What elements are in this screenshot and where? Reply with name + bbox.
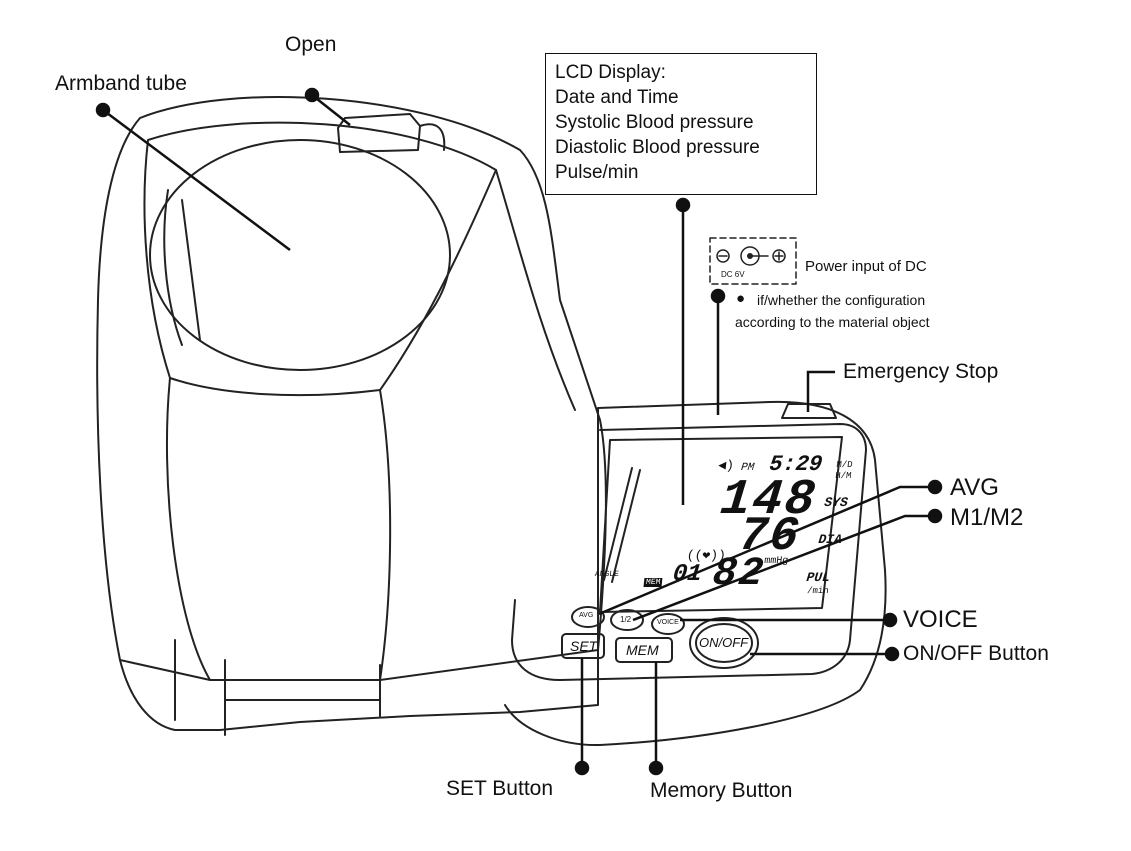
dia-label: DIA (817, 532, 843, 547)
voice-label: VOICE (903, 606, 978, 633)
onoff-button-shape (689, 617, 759, 669)
lcd-callout-line: Pulse/min (555, 162, 639, 183)
cuff-bottom-edge (119, 649, 599, 681)
lcd-callout-line: Date and Time (555, 87, 679, 108)
mem-tag: MEM (643, 578, 663, 587)
lcd-callout-title: LCD Display: (555, 62, 666, 83)
avg-button-label: AVG (579, 612, 594, 619)
lcd-display-callout: LCD Display: Date and Time Systolic Bloo… (545, 53, 817, 195)
unit-label: mmHg (763, 556, 789, 567)
speaker-icon: ◀) (717, 458, 735, 473)
armband-tube-opening (149, 139, 451, 371)
mem-button-shape (615, 637, 673, 663)
avg-label: AVG (950, 474, 999, 501)
md-label: M/D (835, 460, 854, 470)
angle-label: ANGLE (594, 570, 620, 579)
avg-button-shape (571, 606, 605, 628)
mem-toggle-button-label: 1/2 (620, 615, 632, 624)
set-button-callout: SET Button (446, 777, 554, 800)
memory-number: 01 (671, 561, 704, 588)
hm-label: H/M (834, 471, 852, 481)
bullet-dot: ● (736, 290, 746, 307)
lcd-callout-line: Diastolic Blood pressure (555, 137, 760, 158)
voice-button-shape (651, 613, 685, 635)
cuff-front-panel (165, 377, 392, 681)
config-note-line2: according to the material object (735, 314, 930, 330)
cuff-inner-rim (143, 121, 497, 397)
pul-label: PUL (805, 570, 831, 585)
heart-icon: ((❤)) (686, 548, 727, 563)
config-note-line1: if/whether the configuration (757, 292, 926, 308)
cuff-side-seam (495, 169, 576, 411)
onoff-label: ON/OFF Button (903, 642, 1049, 665)
emergency-stop-label: Emergency Stop (843, 360, 999, 383)
armband-tube-label: Armband tube (55, 72, 187, 95)
onoff-button-label: ON/OFF (699, 635, 749, 650)
dc-jack-box (709, 237, 797, 285)
dc-rating-label: DC 6V (721, 270, 745, 279)
monitor-console (511, 423, 867, 681)
power-input-label: Power input of DC (805, 258, 927, 275)
lcd-callout-line: Systolic Blood pressure (555, 112, 754, 133)
memory-button-callout: Memory Button (650, 779, 793, 802)
cuff-foot-left (174, 639, 381, 736)
open-label: Open (285, 33, 337, 56)
voice-button-label: VOICE (657, 619, 679, 626)
emergency-stop-cap (781, 403, 837, 419)
m1m2-label: M1/M2 (950, 504, 1024, 531)
cuff-inner-ring (163, 189, 201, 346)
mem-toggle-button-shape (610, 609, 644, 631)
lcd-frame (599, 436, 843, 613)
sys-label: SYS (823, 495, 849, 510)
open-tab (337, 113, 446, 153)
pul-unit: /min (806, 586, 830, 596)
lcd-screen: PM 5:29 M/D H/M 148 SYS 76 DIA mmHg 01 8… (591, 440, 853, 610)
set-button-label: SET (570, 638, 598, 654)
mem-button-label: MEM (626, 642, 659, 658)
